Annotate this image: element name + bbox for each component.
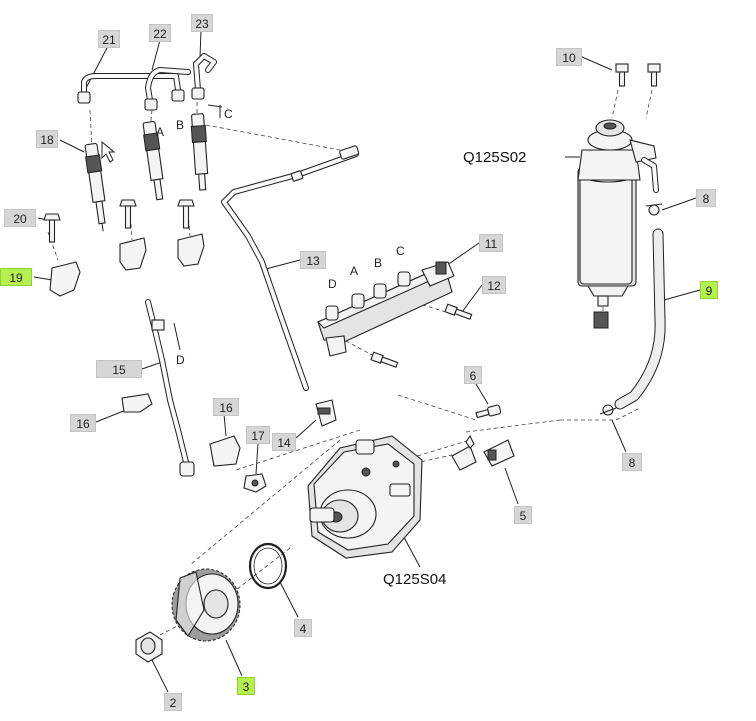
- injector-letter-c: C: [224, 107, 233, 121]
- callout-22[interactable]: 22: [149, 24, 171, 42]
- fuel-filter[interactable]: [577, 63, 661, 329]
- injector-letter-b: B: [176, 118, 185, 132]
- callout-10[interactable]: 10: [556, 48, 582, 66]
- hose-clips[interactable]: [599, 203, 663, 416]
- callout-13[interactable]: 13: [300, 251, 326, 269]
- callout-14[interactable]: 14: [272, 433, 296, 451]
- pump-assembly-code: Q125S04: [383, 571, 447, 588]
- nut[interactable]: [243, 473, 267, 493]
- gear-nut[interactable]: [135, 631, 163, 663]
- callout-8-upper[interactable]: 8: [696, 189, 716, 207]
- mounting-brackets[interactable]: [121, 393, 241, 467]
- rail-bolts[interactable]: [370, 303, 473, 368]
- callout-6[interactable]: 6: [464, 366, 482, 384]
- callout-9[interactable]: 9: [700, 281, 718, 299]
- pipe-letter-d: D: [176, 353, 185, 367]
- callout-18[interactable]: 18: [36, 130, 58, 148]
- callout-12[interactable]: 12: [482, 276, 506, 294]
- callout-11[interactable]: 11: [479, 234, 503, 252]
- injector-pipes[interactable]: [77, 53, 217, 111]
- injector-assembly[interactable]: [84, 113, 210, 233]
- callout-21[interactable]: 21: [98, 30, 120, 48]
- rail-letter-b: B: [374, 256, 383, 270]
- fuel-hose[interactable]: [614, 228, 666, 410]
- callout-16-left[interactable]: 16: [70, 414, 96, 432]
- callout-8-lower[interactable]: 8: [622, 453, 642, 471]
- callout-5[interactable]: 5: [514, 506, 532, 524]
- callout-16-right[interactable]: 16: [213, 398, 239, 416]
- o-ring[interactable]: [248, 542, 288, 590]
- return-line[interactable]: [221, 145, 360, 391]
- high-pressure-pump[interactable]: [307, 435, 423, 559]
- callout-15[interactable]: 15: [96, 360, 142, 378]
- callout-19[interactable]: 19: [0, 268, 32, 286]
- callout-3[interactable]: 3: [237, 677, 255, 695]
- callout-23[interactable]: 23: [191, 14, 213, 32]
- connector-parts[interactable]: [451, 404, 515, 471]
- callout-4[interactable]: 4: [294, 619, 312, 637]
- rail-letter-a: A: [350, 264, 359, 278]
- return-fitting[interactable]: [315, 399, 337, 427]
- filter-assembly-code: Q125S02: [463, 149, 527, 166]
- drive-gear[interactable]: [171, 568, 241, 642]
- fuel-rail[interactable]: [317, 261, 455, 357]
- callout-17[interactable]: 17: [246, 426, 270, 444]
- callout-20[interactable]: 20: [4, 209, 36, 227]
- rail-letter-d: D: [328, 277, 337, 291]
- injector-letter-a: A: [156, 125, 165, 139]
- rail-letter-c: C: [396, 244, 405, 258]
- callout-2[interactable]: 2: [164, 693, 182, 711]
- bracket-pipe[interactable]: [145, 299, 195, 477]
- clamp-bolts[interactable]: [43, 199, 205, 297]
